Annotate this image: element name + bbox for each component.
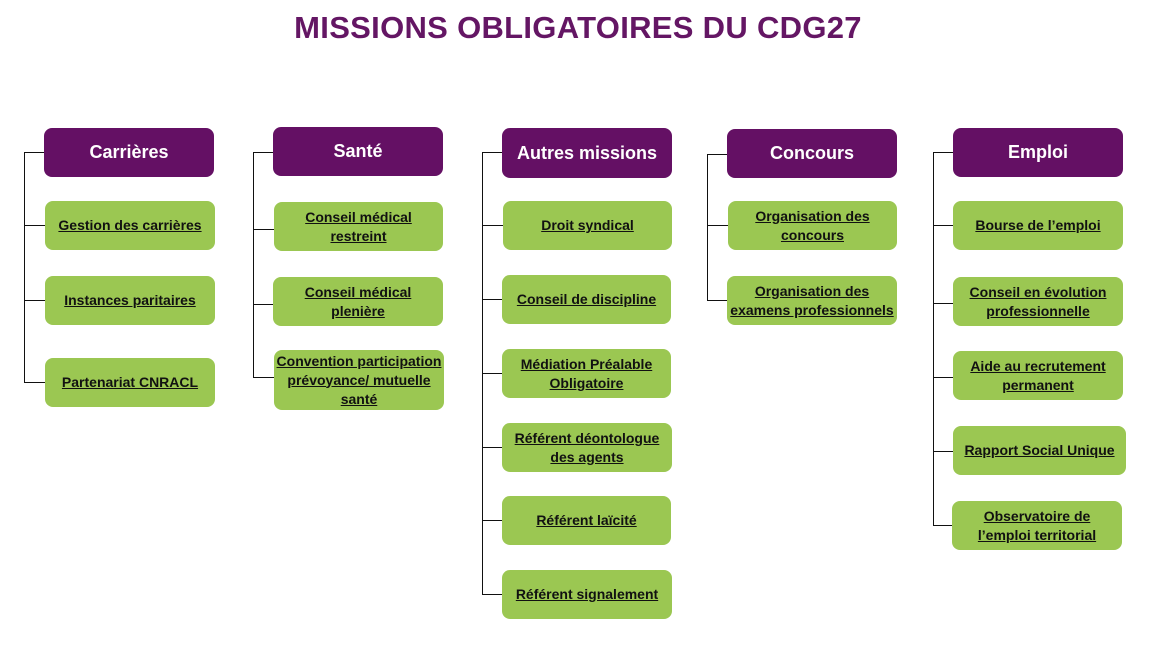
tree-branch — [253, 304, 274, 305]
tree-branch — [933, 152, 954, 153]
tree-branch — [933, 225, 954, 226]
tree-branch — [24, 300, 45, 301]
tree-branch — [24, 382, 45, 383]
tree-branch — [482, 299, 503, 300]
item-partenariat-cnracl[interactable]: Partenariat CNRACL — [45, 358, 215, 407]
tree-branch — [707, 225, 728, 226]
item-observatoire-de-lemploi[interactable]: Observatoire de l’emploi territorial — [952, 501, 1122, 550]
item-conseil-medical-pleniere[interactable]: Conseil médical plenière — [273, 277, 443, 326]
tree-branch — [707, 154, 728, 155]
item-rapport-social-unique[interactable]: Rapport Social Unique — [953, 426, 1126, 475]
tree-branch — [933, 303, 954, 304]
item-gestion-des-carrieres[interactable]: Gestion des carrières — [45, 201, 215, 250]
header-autres-missions: Autres missions — [502, 128, 672, 178]
tree-connector — [933, 152, 934, 525]
item-bourse-de-lemploi[interactable]: Bourse de l’emploi — [953, 201, 1123, 250]
item-referent-laicite[interactable]: Référent laïcité — [502, 496, 671, 545]
item-referent-signalement[interactable]: Référent signalement — [502, 570, 672, 619]
tree-branch — [933, 525, 954, 526]
tree-branch — [482, 152, 503, 153]
header-carrieres: Carrières — [44, 128, 214, 177]
tree-branch — [253, 229, 274, 230]
item-conseil-en-evolution[interactable]: Conseil en évolution professionnelle — [953, 277, 1123, 326]
header-concours: Concours — [727, 129, 897, 178]
item-organisation-des-examens[interactable]: Organisation des examens professionnels — [727, 276, 897, 325]
tree-branch — [24, 152, 45, 153]
header-emploi: Emploi — [953, 128, 1123, 177]
tree-branch — [24, 225, 45, 226]
item-instances-paritaires[interactable]: Instances paritaires — [45, 276, 215, 325]
tree-branch — [933, 451, 954, 452]
tree-branch — [253, 152, 274, 153]
tree-connector — [253, 152, 254, 377]
tree-branch — [482, 447, 503, 448]
tree-branch — [707, 300, 728, 301]
tree-branch — [253, 377, 274, 378]
item-conseil-medical-restreint[interactable]: Conseil médical restreint — [274, 202, 443, 251]
item-mediation-prealable[interactable]: Médiation Préalable Obligatoire — [502, 349, 671, 398]
tree-branch — [482, 520, 503, 521]
header-sante: Santé — [273, 127, 443, 176]
tree-connector — [707, 154, 708, 301]
tree-branch — [482, 594, 503, 595]
tree-branch — [482, 225, 503, 226]
tree-connector — [24, 152, 25, 383]
page-title: MISSIONS OBLIGATOIRES DU CDG27 — [294, 10, 862, 45]
item-droit-syndical[interactable]: Droit syndical — [503, 201, 672, 250]
tree-branch — [933, 377, 954, 378]
item-convention-participation[interactable]: Convention participation prévoyance/ mut… — [274, 350, 444, 410]
tree-branch — [482, 373, 503, 374]
item-conseil-de-discipline[interactable]: Conseil de discipline — [502, 275, 671, 324]
item-organisation-des-concours[interactable]: Organisation des concours — [728, 201, 897, 250]
item-aide-au-recrutement[interactable]: Aide au recrutement permanent — [953, 351, 1123, 400]
item-referent-deontologue[interactable]: Référent déontologue des agents — [502, 423, 672, 472]
